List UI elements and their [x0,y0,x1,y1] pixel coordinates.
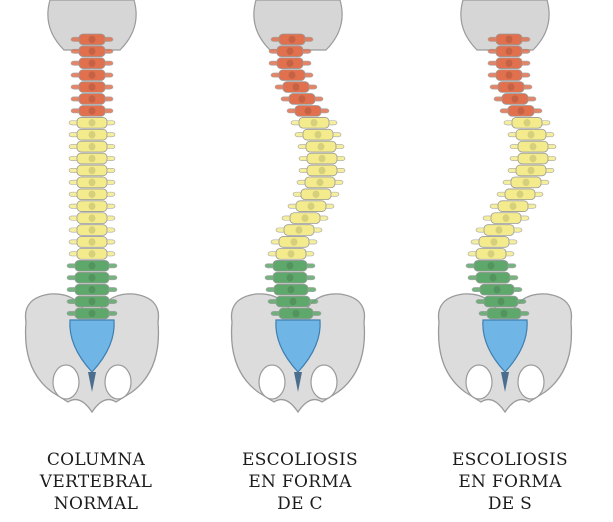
cervical-vertebra [281,94,323,105]
thoracic-vertebra [297,177,343,188]
cervical-vertebra [490,82,532,93]
thoracic-vertebra [508,165,554,176]
lumbar-vertebra [468,272,518,283]
caption-line: EN FORMA [200,471,400,493]
lumbar-vertebra [67,260,117,271]
cervical-vertebra [71,58,113,69]
thoracic-vertebra [497,189,543,200]
thoracic-vertebra [508,129,554,140]
thoracic-vertebra [503,177,549,188]
caption-s-shape: ESCOLIOSIS EN FORMA DE S [410,449,610,515]
cervical-vertebra [500,106,542,117]
cervical-vertebra [287,106,329,117]
cervical-vertebra [71,70,113,81]
lumbar-vertebra [67,284,117,295]
thoracic-vertebra [282,213,328,224]
caption-line: DE C [200,493,400,515]
lumbar-vertebra [265,260,315,271]
lumbar-vertebra [466,260,516,271]
lumbar-vertebra [266,284,316,295]
thoracic-vertebra [510,141,556,152]
thoracic-vertebra [291,117,337,128]
thoracic-vertebra [69,201,115,212]
cervical-vertebra [71,106,113,117]
cervical-vertebra [271,70,313,81]
thoracic-vertebra [288,201,334,212]
thoracic-vertebra [468,249,514,260]
caption-line: ESCOLIOSIS [200,449,400,471]
cervical-vertebra [488,58,530,69]
thoracic-vertebra [471,237,517,248]
thoracic-vertebra [510,153,556,164]
thoracic-vertebra [276,225,322,236]
thoracic-vertebra [69,213,115,224]
vertebrae [67,34,117,319]
cervical-vertebra [71,94,113,105]
thoracic-vertebra [69,153,115,164]
thoracic-vertebra [69,189,115,200]
caption-line: VERTEBRAL [0,471,196,493]
lumbar-vertebra [67,272,117,283]
normal-spine-figure [0,0,192,430]
cervical-vertebra [71,82,113,93]
caption-line: COLUMNA [0,449,196,471]
thoracic-vertebra [504,117,550,128]
thoracic-vertebra [69,225,115,236]
thoracic-vertebra [490,201,536,212]
vertebrae [265,34,345,319]
cervical-vertebra [275,82,317,93]
cervical-vertebra [494,94,536,105]
thoracic-vertebra [295,129,341,140]
caption-line: ESCOLIOSIS [410,449,610,471]
thoracic-vertebra [69,249,115,260]
thoracic-vertebra [483,213,529,224]
lumbar-vertebra [265,272,315,283]
c-scoliosis-figure [198,0,398,430]
thoracic-vertebra [69,117,115,128]
thoracic-vertebra [293,189,339,200]
caption-line: DE S [410,493,610,515]
thoracic-vertebra [69,237,115,248]
lumbar-vertebra [472,284,522,295]
thoracic-vertebra [271,237,317,248]
caption-line: NORMAL [0,493,196,515]
cervical-vertebra [269,58,311,69]
caption-normal: COLUMNA VERTEBRAL NORMAL [0,449,196,515]
thoracic-vertebra [299,153,345,164]
caption-line: EN FORMA [410,471,610,493]
thoracic-vertebra [69,177,115,188]
thoracic-vertebra [69,129,115,140]
thoracic-vertebra [69,141,115,152]
cervical-vertebra [488,70,530,81]
thoracic-vertebra [298,141,344,152]
thoracic-vertebra [299,165,345,176]
caption-c-shape: ESCOLIOSIS EN FORMA DE C [200,449,400,515]
vertebrae [466,34,556,319]
thoracic-vertebra [476,225,522,236]
s-scoliosis-figure [405,0,605,430]
thoracic-vertebra [268,249,314,260]
thoracic-vertebra [69,165,115,176]
